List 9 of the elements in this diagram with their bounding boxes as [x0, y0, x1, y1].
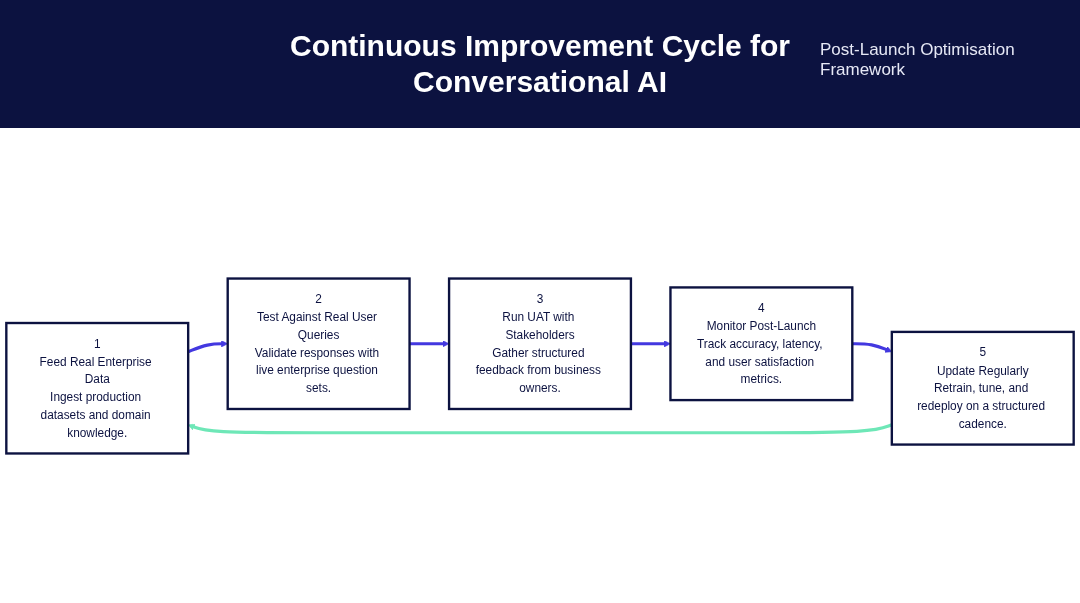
- subtitle-text: Post-Launch Optimisation Framework: [820, 40, 1016, 80]
- arrow: [630, 339, 671, 347]
- node-box: 5 Update Regularly Retrain, tune, and redeploy on a structured cadence.: [890, 330, 1075, 446]
- node-box: 2 Test Against Real User Queries Validate responses with live enterprise question sets.: [226, 276, 411, 410]
- node-box: 3 Run UAT with Stakeholders Gather structured feedback from business owners.: [447, 276, 633, 410]
- diagram-title: Continuous Improvement Cycle for Conversational AI: [288, 28, 792, 100]
- node-box: 1 Feed Real Enterprise Data Ingest production datasets and domain knowledge.: [5, 321, 190, 455]
- node-box: 4 Monitor Post-Launch Track accuracy, latency, and user satisfaction metrics.: [669, 285, 854, 401]
- arrow: [409, 339, 450, 347]
